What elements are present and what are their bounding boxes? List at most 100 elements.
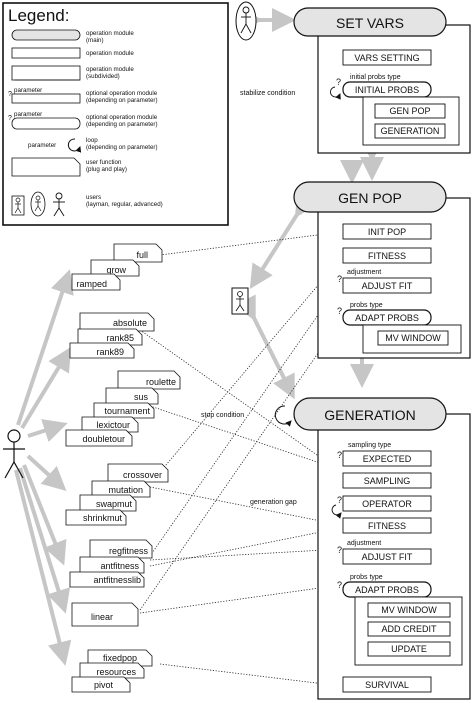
generation-submodule[interactable]: GENERATION — [374, 123, 446, 139]
svg-text:ADJUST FIT: ADJUST FIT — [362, 281, 413, 291]
svg-text:FITNESS: FITNESS — [368, 251, 406, 261]
survival-functions-stack[interactable]: fixedpop resources pivot — [71, 649, 153, 693]
generation-adapt-probs-module[interactable]: ? probs type ADAPT PROBS MV WINDOW ADD C… — [337, 574, 463, 666]
operator-module[interactable]: ? OPERATOR — [331, 495, 432, 519]
init-functions-stack[interactable]: full grow ramped — [71, 243, 163, 291]
legend-item-loop: parameter loop (depending on parameter) — [28, 137, 158, 153]
svg-text:probs type: probs type — [350, 574, 383, 581]
svg-text:ADJUST FIT: ADJUST FIT — [362, 552, 413, 562]
function-label: rank85 — [106, 333, 134, 343]
linear-function[interactable]: linear — [71, 602, 139, 627]
vars-setting-module[interactable]: VARS SETTING — [342, 49, 432, 66]
svg-text:operation module: operation module — [86, 50, 134, 57]
initial-probs-module[interactable]: ? initial probs type INITIAL PROBS GEN P… — [329, 74, 460, 146]
svg-text:users: users — [86, 194, 101, 201]
gen-pop-fitness-module[interactable]: FITNESS — [342, 247, 432, 264]
svg-text:operation module: operation module — [86, 30, 134, 37]
svg-text:GEN POP: GEN POP — [338, 190, 402, 206]
function-label: lexictour — [96, 420, 130, 430]
gen-pop-adjust-fit-module[interactable]: ? adjustment ADJUST FIT — [337, 269, 432, 294]
svg-text:optional operation module: optional operation module — [86, 90, 158, 97]
svg-text:INITIAL PROBS: INITIAL PROBS — [355, 85, 419, 95]
sampling-module[interactable]: SAMPLING — [342, 472, 432, 489]
function-label: mutation — [108, 485, 143, 495]
gen-pop-mv-window-module[interactable]: MV WINDOW — [377, 330, 449, 346]
svg-text:GENERATION: GENERATION — [324, 407, 416, 423]
generation-fitness-module[interactable]: FITNESS — [342, 517, 432, 534]
gen-pop-submodule[interactable]: GEN POP — [374, 103, 446, 119]
generation-main-module[interactable]: GENERATION — [293, 397, 447, 431]
question-icon: ? — [337, 545, 342, 555]
function-label: full — [136, 250, 148, 260]
function-label: sus — [134, 392, 149, 402]
legend: Legend: operation module (main) operatio… — [2, 2, 229, 226]
operator-functions-stack[interactable]: crossover mutation swapmut shrinkmut — [65, 463, 169, 526]
function-label: tournament — [104, 406, 150, 416]
svg-text:optional operation module: optional operation module — [86, 114, 158, 121]
legend-item-users: users (layman, regular, advanced) — [11, 191, 163, 217]
advanced-user-icon — [53, 192, 65, 217]
question-icon: ? — [337, 495, 342, 505]
legend-item-optional-module: ? parameter optional operation module (d… — [8, 87, 158, 104]
expected-module[interactable]: ? sampling type EXPECTED — [337, 442, 432, 467]
generation-adjust-fit-module[interactable]: ? adjustment ADJUST FIT — [337, 540, 432, 565]
svg-text:(layman, regular, advanced): (layman, regular, advanced) — [86, 201, 163, 208]
gen-pop-main-module[interactable]: GEN POP — [293, 181, 447, 213]
svg-text:parameter: parameter — [14, 87, 42, 94]
function-label: grow — [106, 265, 126, 275]
init-pop-module[interactable]: INIT POP — [342, 223, 432, 240]
generation-mv-window-module[interactable]: MV WINDOW — [367, 602, 451, 618]
survival-module[interactable]: SURVIVAL — [342, 676, 432, 693]
advanced-user-icon — [3, 429, 25, 479]
svg-text:(subdivided): (subdivided) — [86, 73, 120, 80]
svg-text:sampling type: sampling type — [348, 442, 391, 449]
question-icon: ? — [337, 580, 342, 590]
svg-text:OPERATOR: OPERATOR — [362, 499, 412, 509]
svg-text:EXPECTED: EXPECTED — [363, 454, 412, 464]
function-label: regfitness — [109, 546, 149, 556]
question-icon: ? — [336, 77, 341, 87]
svg-text:SET VARS: SET VARS — [336, 15, 404, 31]
svg-text:(main): (main) — [86, 37, 104, 44]
function-label: swapmut — [96, 499, 133, 509]
svg-text:ADD CREDIT: ADD CREDIT — [381, 624, 437, 634]
function-label: fixedpop — [103, 653, 137, 663]
question-icon: ? — [337, 306, 342, 316]
fitness-functions-stack[interactable]: absolute rank85 rank89 — [69, 312, 155, 359]
svg-text:(depending on parameter): (depending on parameter) — [86, 97, 158, 104]
loop-icon — [67, 138, 82, 153]
adjust-functions-stack[interactable]: regfitness antfitness antfitnesslib — [69, 539, 153, 588]
svg-text:adjustment: adjustment — [347, 269, 381, 276]
function-label: shrinkmut — [83, 513, 123, 523]
generation-section: GENERATION stop condition ? sampling typ… — [201, 397, 471, 700]
function-label: resources — [96, 667, 136, 677]
svg-text:GENERATION: GENERATION — [381, 126, 440, 136]
gen-pop-section: GEN POP INIT POP FITNESS ? adjustment AD… — [293, 181, 471, 359]
svg-text:probs type: probs type — [350, 302, 383, 309]
loop-icon — [329, 86, 341, 100]
gen-pop-adapt-probs-module[interactable]: ? probs type ADAPT PROBS MV WINDOW — [337, 302, 462, 354]
function-label: roulette — [146, 377, 176, 387]
flow-arrows — [14, 8, 384, 666]
svg-text:INIT POP: INIT POP — [368, 227, 406, 237]
function-label: crossover — [123, 470, 162, 480]
svg-text:loop: loop — [86, 137, 98, 144]
legend-item-main-module: operation module (main) — [11, 29, 134, 44]
svg-text:ADAPT PROBS: ADAPT PROBS — [355, 585, 419, 595]
svg-text:parameter: parameter — [14, 111, 42, 118]
add-credit-module[interactable]: ADD CREDIT — [367, 621, 451, 637]
svg-text:UPDATE: UPDATE — [391, 644, 427, 654]
function-label: linear — [91, 612, 113, 622]
svg-text:VARS SETTING: VARS SETTING — [354, 53, 419, 63]
stabilize-condition-label: stabilize condition — [240, 90, 295, 97]
svg-text:adjustment: adjustment — [347, 540, 381, 547]
legend-title: Legend: — [8, 6, 69, 25]
svg-text:MV WINDOW: MV WINDOW — [381, 605, 437, 615]
sampling-functions-stack[interactable]: roulette sus tournament lexictour double… — [65, 370, 181, 447]
user-function-stacks: full grow ramped absolute rank85 rank89 … — [65, 243, 181, 693]
update-module[interactable]: UPDATE — [367, 641, 451, 657]
function-label: antfitnesslib — [93, 575, 141, 585]
set-vars-section: SET VARS VARS SETTING ? initial probs ty… — [240, 7, 471, 154]
set-vars-main-module[interactable]: SET VARS — [293, 7, 447, 37]
